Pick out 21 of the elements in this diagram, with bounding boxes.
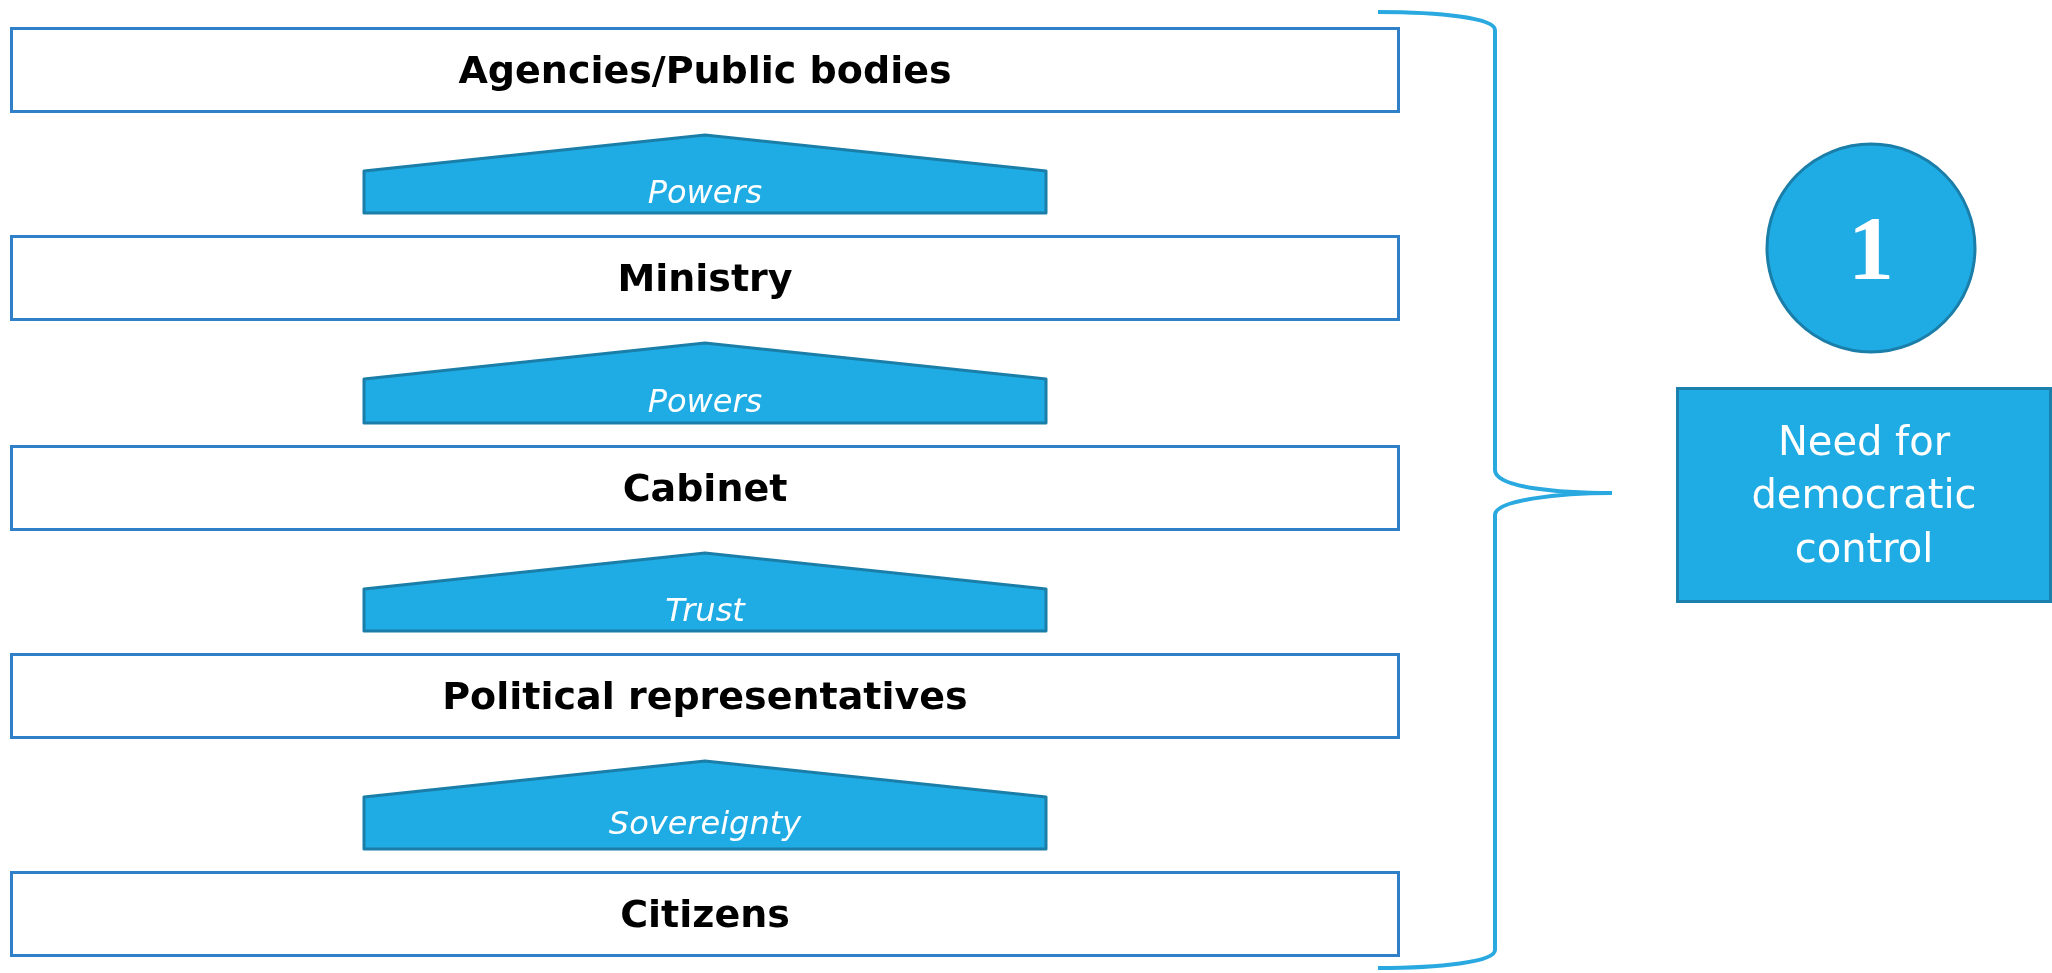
level-box [10, 27, 1400, 113]
level-box [10, 445, 1400, 531]
edge-label: Powers [647, 173, 763, 211]
level-box [10, 871, 1400, 957]
block-arrow [362, 133, 1048, 215]
box-label: Cabinet [622, 466, 788, 510]
block-arrow [362, 759, 1048, 851]
box-label: Ministry [617, 256, 793, 300]
edge-label: Powers [647, 382, 763, 420]
level-box [10, 235, 1400, 321]
box-label: Political representatives [442, 674, 968, 718]
block-arrow [362, 341, 1048, 425]
block-arrow [362, 551, 1048, 633]
box-label: Agencies/Public bodies [458, 48, 952, 92]
number-label: 1 [1848, 196, 1894, 301]
note-box [1676, 387, 2052, 603]
edge-label: Trust [665, 591, 745, 629]
box-label: Citizens [620, 892, 790, 936]
edge-label: Sovereignty [608, 804, 802, 842]
level-box [10, 653, 1400, 739]
box-label: Need for democratic control [1750, 417, 1978, 573]
